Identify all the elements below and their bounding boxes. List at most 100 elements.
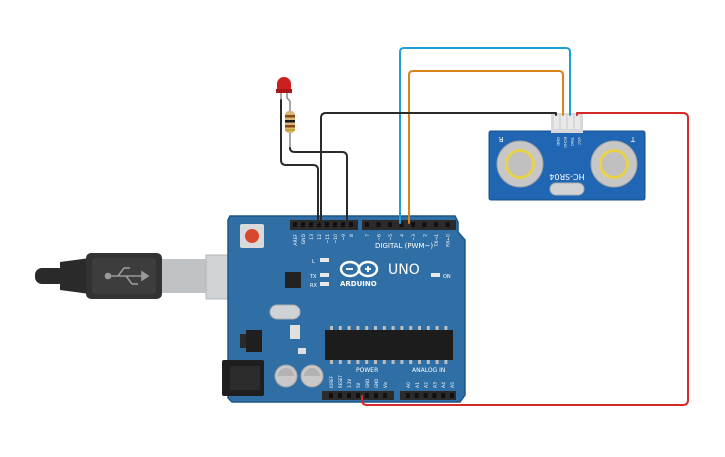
resistor-band (285, 125, 295, 128)
digital-pin-label: 8 (349, 234, 355, 237)
digital-pin-hole[interactable] (341, 222, 345, 227)
digital-pin-label: ~5 (388, 234, 394, 241)
digital-pin-hole[interactable] (317, 222, 321, 227)
analog-pin-label: A2 (424, 382, 430, 388)
power-pin-label: GND (374, 379, 379, 388)
digital-pin-hole[interactable] (309, 222, 313, 227)
smd-component (298, 348, 306, 354)
chip-pin (374, 360, 377, 364)
chip-pin (409, 360, 413, 364)
digital-pin-hole[interactable] (411, 222, 415, 227)
power-pin-label: IOREF (329, 375, 334, 388)
chip-pin (347, 360, 351, 364)
digital-pin-hole[interactable] (293, 222, 297, 227)
voltage-regulator (246, 330, 262, 352)
chip-pin (426, 360, 430, 364)
power-pin-hole[interactable] (329, 393, 333, 398)
chip-pin (365, 326, 369, 330)
digital-pin-hole[interactable] (399, 222, 404, 227)
analog-pin-label: A4 (441, 382, 447, 388)
wire-blue-echo[interactable] (399, 47, 571, 224)
digital-pin-hole[interactable] (376, 222, 381, 227)
bottom-pin-holes (329, 393, 454, 398)
chip-pin (347, 326, 351, 330)
usb-icon (104, 267, 150, 285)
chip-pin (391, 326, 395, 330)
chip-pin (435, 326, 439, 330)
digital-pin-hole[interactable] (434, 222, 438, 227)
digital-header-right (362, 220, 456, 230)
resistor-band (285, 129, 295, 131)
arduino-logo-text: ARDUINO (340, 280, 377, 288)
wire-black-led-signal[interactable] (289, 147, 348, 224)
digital-pin-label: 2 (423, 234, 429, 237)
digital-header-left (290, 220, 358, 230)
analog-pin-label: A3 (432, 382, 438, 388)
digital-pin-label: AREF (293, 234, 299, 246)
wire-red-vcc[interactable] (361, 112, 689, 406)
analog-pin-hole[interactable] (414, 393, 419, 398)
power-pin-hole[interactable] (374, 393, 378, 398)
analog-pin-hole[interactable] (423, 393, 428, 398)
resistor[interactable] (285, 101, 295, 148)
sensor-r-label: R (498, 135, 503, 143)
digital-pin-hole[interactable] (333, 222, 337, 227)
digital-pin-label: ~9 (341, 234, 347, 241)
digital-pin-label: ~10 (333, 234, 339, 244)
digital-pin-hole[interactable] (388, 222, 392, 227)
analog-pin-label: A5 (450, 382, 456, 388)
crystal (269, 304, 301, 320)
power-pin-hole[interactable] (356, 393, 360, 398)
chip-pin (435, 360, 439, 364)
digital-pin-hole[interactable] (325, 222, 329, 227)
on-led-label: ON (443, 274, 451, 280)
sensor-pin-label: TRIG (570, 136, 575, 146)
digital-pin-label: ~6 (377, 234, 383, 241)
chip-pin (330, 326, 333, 330)
reset-button[interactable] (245, 229, 259, 243)
power-pin-hole[interactable] (383, 393, 387, 398)
wire-black-led-gnd[interactable] (280, 99, 319, 224)
chip-pin (444, 326, 448, 330)
chip-pin (400, 326, 404, 330)
usb-strain-relief (60, 258, 90, 294)
digital-pin-hole[interactable] (365, 222, 369, 227)
red-led[interactable] (276, 77, 292, 102)
digital-pin-hole[interactable] (349, 222, 353, 227)
capacitor-mark (278, 368, 294, 376)
analog-header (400, 391, 456, 400)
digital-pin-label: 12 (317, 234, 323, 240)
wire-black-gnd[interactable] (320, 112, 557, 224)
l-led-label: L (312, 259, 315, 265)
analog-pin-hole[interactable] (441, 393, 446, 398)
analog-pin-hole[interactable] (406, 393, 410, 398)
power-pin-label: GND (365, 379, 370, 388)
sensor-pin-label: VCC (577, 137, 582, 145)
sensor-pin (575, 115, 580, 129)
wire-orange-trig[interactable] (408, 70, 564, 224)
power-pin-hole[interactable] (338, 393, 342, 398)
power-pin-label: RESET (338, 375, 343, 388)
chip-pin (365, 360, 369, 364)
chip-pin (374, 326, 377, 330)
sensor-pin (561, 115, 566, 129)
digital-pin-hole[interactable] (301, 222, 305, 227)
digital-pin-hole[interactable] (445, 222, 450, 227)
analog-pin-hole[interactable] (450, 393, 454, 398)
analog-pin-hole[interactable] (432, 393, 437, 398)
sensor-t-label: T (630, 135, 636, 143)
digital-pin-hole[interactable] (422, 222, 427, 227)
sensor-model-label: HC-SR04 (549, 172, 584, 181)
digital-pin-label: GND (301, 233, 307, 244)
voltage-regulator-tab (240, 334, 246, 348)
power-pin-hole[interactable] (347, 393, 351, 398)
usb-cable-tail (35, 268, 65, 284)
power-pin-hole[interactable] (365, 393, 369, 398)
receiver-mesh (508, 152, 532, 176)
